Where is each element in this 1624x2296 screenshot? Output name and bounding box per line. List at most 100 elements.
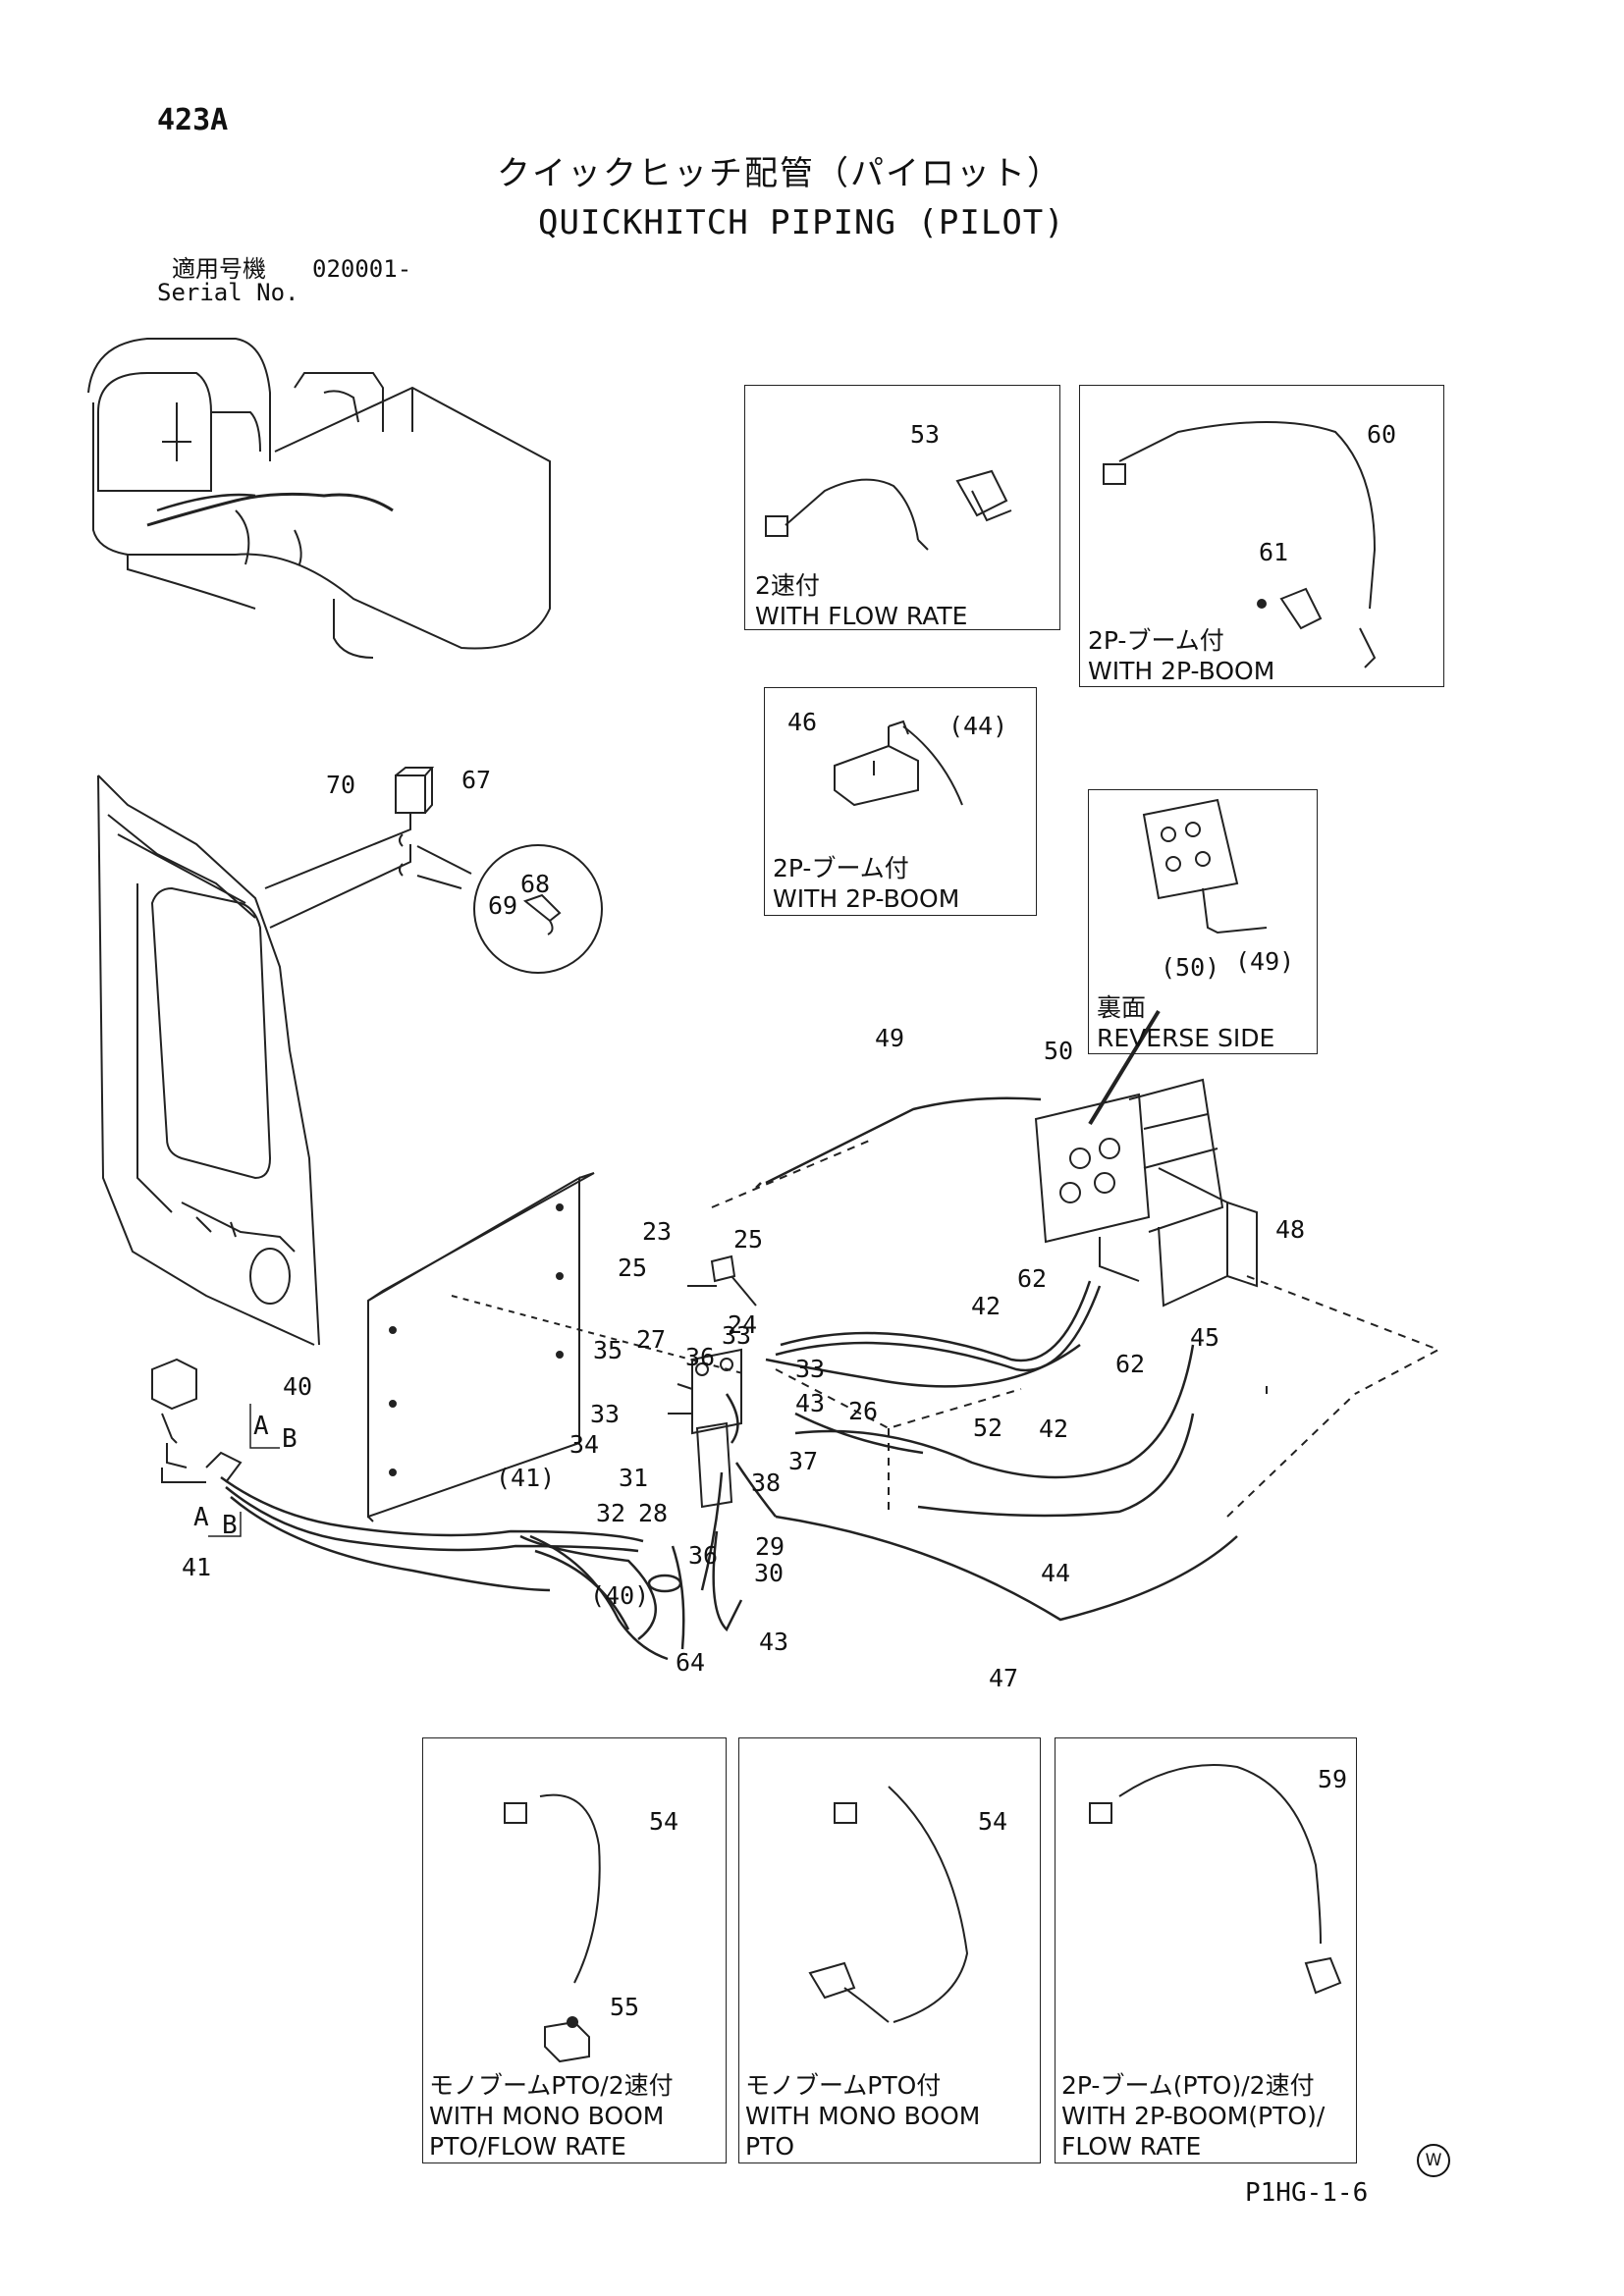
callout-33-c: 33 <box>590 1400 621 1428</box>
inset-caption-en-2: PTO <box>745 2132 795 2161</box>
callout-50-ref: (50) <box>1161 953 1220 982</box>
callout-49-ref: (49) <box>1235 947 1295 976</box>
callout-40-ref: (40) <box>590 1581 650 1610</box>
inset-2p-boom-60: 2P-ブーム付 WITH 2P-BOOM <box>1079 385 1444 687</box>
inset-caption-jp: 2速付 <box>755 571 820 600</box>
callout-67: 67 <box>461 766 492 794</box>
callout-54: 54 <box>978 1807 1008 1836</box>
inset-mono-boom-pto-flow-artwork <box>504 1793 601 2063</box>
inset-caption-en-2: FLOW RATE <box>1061 2132 1202 2161</box>
solenoid-illustration <box>151 1358 280 1537</box>
label-a-lower: A <box>193 1503 209 1532</box>
callout-59: 59 <box>1318 1765 1348 1793</box>
control-valve-block-illustration <box>1034 1009 1258 1308</box>
callout-43-b: 43 <box>759 1628 789 1656</box>
inset-reverse-side: 裏面 REVERSE SIDE <box>1088 789 1318 1054</box>
callout-50: 50 <box>1044 1037 1074 1065</box>
callout-38: 38 <box>751 1468 782 1497</box>
callout-42-b: 42 <box>1039 1415 1069 1443</box>
callout-37: 37 <box>788 1447 819 1475</box>
callout-48: 48 <box>1275 1215 1306 1244</box>
callout-70: 70 <box>326 771 356 799</box>
callout-27: 27 <box>636 1325 667 1354</box>
callout-28: 28 <box>638 1499 669 1527</box>
assembly-dashed-lines <box>711 1138 1441 1518</box>
callout-40: 40 <box>283 1372 313 1401</box>
callout-25-a: 25 <box>733 1225 764 1254</box>
callout-42-a: 42 <box>971 1292 1001 1320</box>
callout-62-b: 62 <box>1115 1350 1146 1378</box>
watermark-symbol: W <box>1417 2144 1450 2177</box>
callout-43-a: 43 <box>795 1389 826 1417</box>
callout-41-ref: (41) <box>496 1464 556 1492</box>
callout-55: 55 <box>610 1993 640 2021</box>
callout-52: 52 <box>973 1414 1003 1442</box>
callout-54: 54 <box>649 1807 679 1836</box>
inset-caption-en: WITH 2P-BOOM <box>1088 657 1275 685</box>
page-code: P1HG-1-6 <box>1245 2178 1369 2208</box>
bracket-70-67-illustration <box>264 767 603 974</box>
inset-caption-en: REVERSE SIDE <box>1097 1024 1275 1052</box>
callout-44: 44 <box>1041 1559 1071 1587</box>
serial-number: 020001- <box>312 255 412 283</box>
inset-flow-rate: 2速付 WITH FLOW RATE <box>744 385 1060 630</box>
label-a-upper: A <box>253 1412 269 1441</box>
mounting-panel-illustration <box>367 1172 747 1522</box>
inset-caption-en: WITH FLOW RATE <box>755 602 968 630</box>
callout-23: 23 <box>642 1217 673 1246</box>
inset-caption-jp: 2P-ブーム付 <box>1088 626 1224 655</box>
inset-caption-jp: 2P-ブーム(PTO)/2速付 <box>1061 2071 1315 2100</box>
cab-frame-illustration <box>97 774 320 1346</box>
callout-62-a: 62 <box>1017 1264 1048 1293</box>
callout-35: 35 <box>593 1336 623 1364</box>
callout-30: 30 <box>754 1559 785 1587</box>
callout-53: 53 <box>910 420 941 449</box>
callout-36-a: 36 <box>685 1343 716 1371</box>
inset-caption-en-1: WITH MONO BOOM <box>745 2102 981 2130</box>
callout-64: 64 <box>676 1648 706 1677</box>
inset-flow-rate-artwork <box>765 469 1012 551</box>
inset-caption-en: WITH 2P-BOOM <box>773 884 960 913</box>
inset-2p-boom-pto-flow-artwork <box>1089 1764 1342 1995</box>
callout-61: 61 <box>1259 538 1289 566</box>
callout-45: 45 <box>1190 1323 1220 1352</box>
callout-44-ref: (44) <box>948 712 1008 740</box>
page-number: 423A <box>157 103 229 137</box>
hose-lines <box>220 1096 1238 1661</box>
page-title-japanese: クイックヒッチ配管（パイロット） <box>497 154 1062 193</box>
inset-caption-jp: 裏面 <box>1097 993 1147 1022</box>
excavator-overview-illustration <box>87 338 551 659</box>
callout-31: 31 <box>619 1464 649 1492</box>
callout-49: 49 <box>875 1024 905 1052</box>
callout-26: 26 <box>848 1397 879 1425</box>
inset-caption-jp: 2P-ブーム付 <box>773 854 909 882</box>
callout-32: 32 <box>596 1499 626 1527</box>
serial-label-english: Serial No. <box>157 279 299 306</box>
callout-47: 47 <box>989 1664 1019 1692</box>
manifold-block-illustration <box>668 1255 757 1509</box>
inset-mono-boom-pto: モノブームPTO付 WITH MONO BOOM PTO <box>738 1737 1041 2163</box>
inset-caption-jp: モノブームPTO付 <box>745 2071 942 2100</box>
page-title-english: QUICKHITCH PIPING (PILOT) <box>538 203 1065 242</box>
inset-2p-boom-pto-flow: 2P-ブーム(PTO)/2速付 WITH 2P-BOOM(PTO)/ FLOW … <box>1055 1737 1357 2163</box>
inset-caption-en-1: WITH 2P-BOOM(PTO)/ <box>1061 2102 1326 2130</box>
callout-41: 41 <box>182 1553 212 1581</box>
callout-34: 34 <box>569 1430 600 1459</box>
callout-29: 29 <box>755 1532 785 1561</box>
callout-46: 46 <box>787 708 818 736</box>
label-b-upper: B <box>282 1424 298 1454</box>
callout-33-a: 33 <box>722 1321 752 1350</box>
inset-caption-en-2: PTO/FLOW RATE <box>429 2132 626 2161</box>
inset-caption-jp: モノブームPTO/2速付 <box>429 2071 674 2100</box>
callout-60: 60 <box>1367 420 1397 449</box>
inset-2p-boom-60-artwork <box>1103 421 1377 668</box>
label-b-lower: B <box>222 1511 238 1540</box>
callout-36-b: 36 <box>688 1541 719 1570</box>
callout-25-b: 25 <box>618 1254 648 1282</box>
inset-2p-boom-46: 2P-ブーム付 WITH 2P-BOOM <box>764 687 1037 916</box>
inset-mono-boom-pto-flow: モノブームPTO/2速付 WITH MONO BOOM PTO/FLOW RAT… <box>422 1737 727 2163</box>
callout-69: 69 <box>488 891 518 920</box>
inset-2p-boom-46-artwork <box>834 720 963 807</box>
inset-caption-en-1: WITH MONO BOOM <box>429 2102 665 2130</box>
